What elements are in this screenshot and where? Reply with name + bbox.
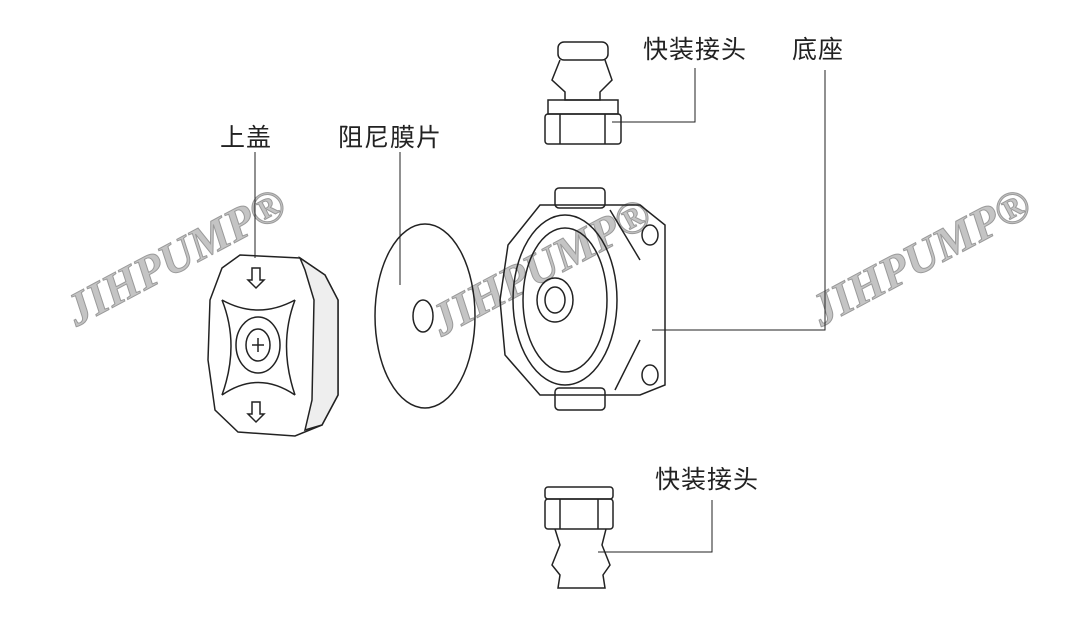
base-part xyxy=(499,187,666,411)
top-connector-part xyxy=(544,41,622,145)
bottom-connector-part xyxy=(544,486,614,589)
cover-part xyxy=(207,254,339,437)
label-base: 底座 xyxy=(792,35,845,64)
label-bottom-connector: 快装接头 xyxy=(655,465,760,494)
label-cover: 上盖 xyxy=(220,123,273,152)
label-diaphragm: 阻尼膜片 xyxy=(338,123,443,152)
leader-lines xyxy=(254,68,826,553)
diaphragm-part xyxy=(374,223,476,409)
label-top-connector: 快装接头 xyxy=(643,35,748,64)
